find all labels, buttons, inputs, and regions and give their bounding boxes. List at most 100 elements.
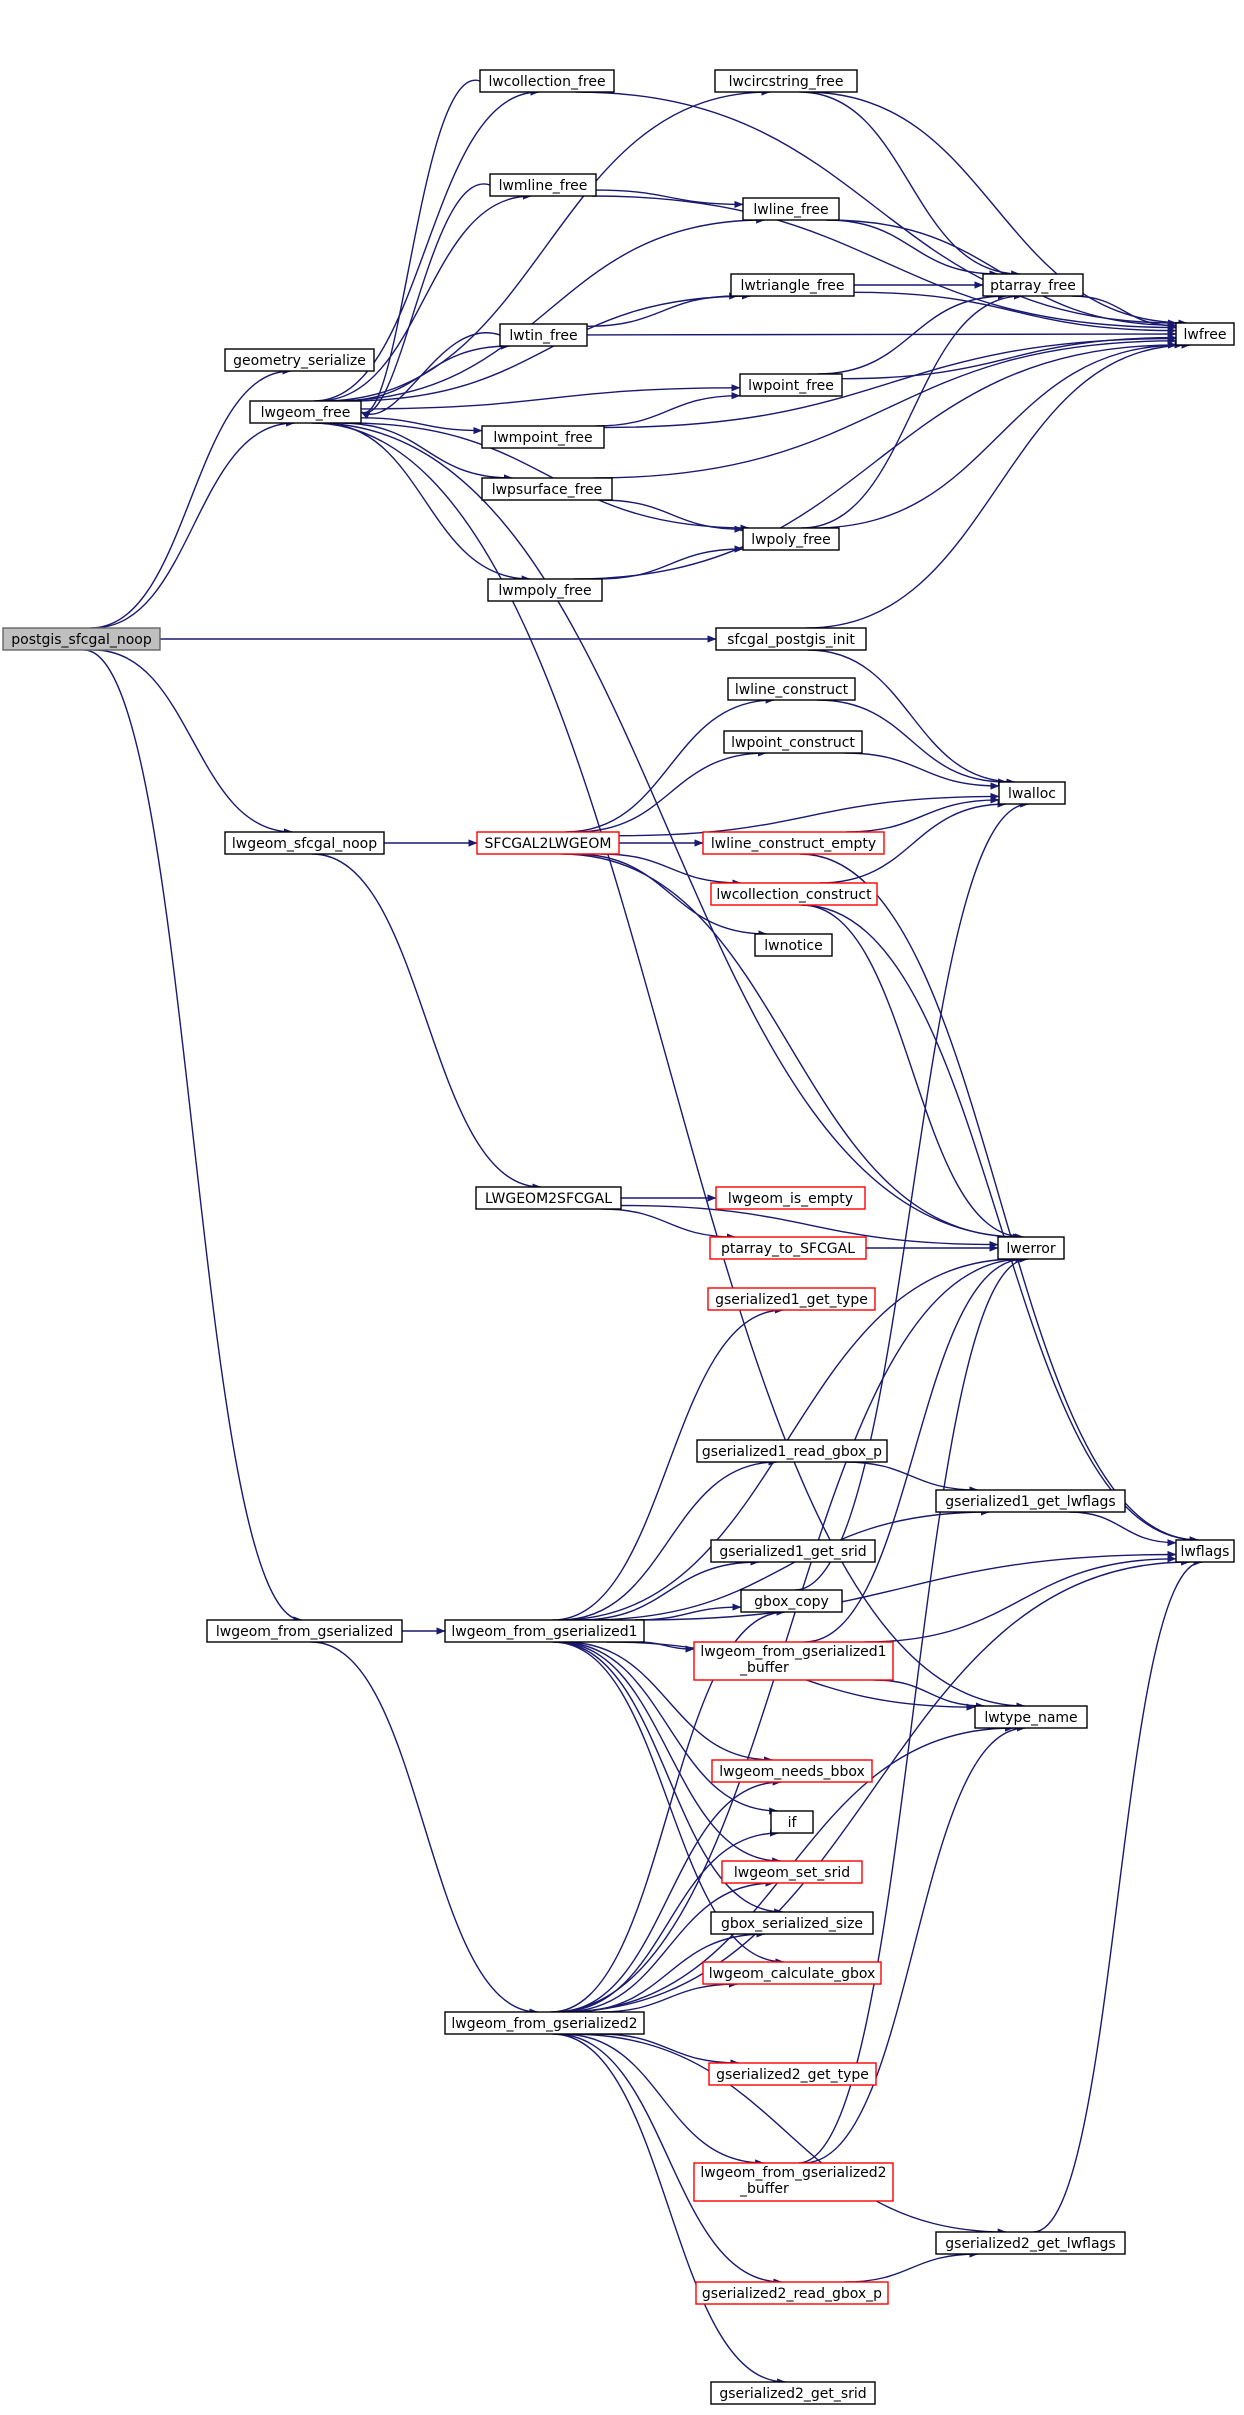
node-lwpsurface-free[interactable]: lwpsurface_free (481, 477, 613, 501)
node-lwgeom-calculate-gbox[interactable]: lwgeom_calculate_gbox (702, 1961, 882, 1985)
call-edge-lwgeom-sfcgal-noop-to-lwgeom2sfcgal (312, 853, 542, 1191)
node-lwmline-free[interactable]: lwmline_free (489, 173, 597, 197)
call-edge-lwgeom-free-to-lwcollection-free (313, 88, 540, 402)
node-lwtin-free[interactable]: lwtin_free (499, 323, 588, 347)
node-lwtriangle-free[interactable]: lwtriangle_free (730, 273, 855, 297)
node-lwtype-name[interactable]: lwtype_name (974, 1705, 1088, 1729)
call-edge-lwline-construct-empty-to-lwalloc (845, 796, 1000, 833)
node-lwmpoly-free[interactable]: lwmpoly_free (487, 578, 603, 602)
call-edge-lwgeom-free-to-lwmpoint-free (360, 417, 483, 435)
node-lwcollection-free[interactable]: lwcollection_free (479, 69, 615, 93)
node-lwerror[interactable]: lwerror (997, 1236, 1065, 1260)
node-ptarray-free[interactable]: ptarray_free (982, 273, 1084, 297)
node-label: lwcollection_free (488, 74, 605, 90)
node-lwgeom2sfcgal[interactable]: LWGEOM2SFCGAL (475, 1186, 622, 1210)
node-gbox-serialized-size[interactable]: gbox_serialized_size (710, 1911, 874, 1935)
call-edge-lwgeom-free-to-lwerror (314, 422, 1022, 1241)
call-edge-lwgeom-from-gserialized2-to-lwerror (551, 1255, 1025, 2013)
call-edge-lwgeom-free-to-lwpoint-free (360, 384, 741, 410)
node-lwgeom-set-srid[interactable]: lwgeom_set_srid (721, 1860, 863, 1884)
node-gserialized2-read-gbox-p[interactable]: gserialized2_read_gbox_p (695, 2281, 889, 2305)
call-edge-lwgeom-from-gserialized1-to-gserialized1-get-type (552, 1306, 784, 1621)
call-edge-lwgeom2sfcgal-to-lwerror (620, 1204, 999, 1249)
call-edges (83, 79, 1203, 2386)
node-lwgeom-is-empty[interactable]: lwgeom_is_empty (715, 1186, 866, 1210)
node-lwpoly-free[interactable]: lwpoly_free (742, 527, 840, 551)
call-edge-gserialized1-get-lwflags-to-lwflags (1068, 1511, 1177, 1547)
node-lwgeom-needs-bbox[interactable]: lwgeom_needs_bbox (711, 1759, 873, 1783)
call-edge-lwgeom-from-gserialized2-to-if (557, 1829, 779, 2013)
node-box (693, 1641, 894, 1681)
node-label: lwpsurface_free (492, 482, 603, 498)
node-lwline-free[interactable]: lwline_free (742, 197, 840, 221)
node-lwmpoint-free[interactable]: lwmpoint_free (481, 425, 605, 449)
node-if[interactable]: if (770, 1810, 814, 1834)
call-edge-lwgeom-free-to-lwcircstring-free (321, 88, 771, 402)
call-edge-lwgeom-from-gserialized2-to-lwgeom-set-srid (562, 1879, 775, 2013)
node-lwgeom-free[interactable]: lwgeom_free (249, 400, 362, 424)
node-lwalloc[interactable]: lwalloc (998, 781, 1066, 805)
node-lwpoint-free[interactable]: lwpoint_free (739, 373, 843, 397)
node-lwgeom-from-gserialized1-buffer[interactable]: lwgeom_from_gserialized1_buffer (693, 1641, 894, 1681)
call-edge-lwpoint-construct-to-lwalloc (844, 752, 1000, 790)
call-edge-lwmpoly-free-to-lwpoly-free (598, 545, 744, 580)
node-gserialized1-get-srid[interactable]: gserialized1_get_srid (710, 1539, 876, 1563)
call-edge-lwmpoint-free-to-lwfree (603, 334, 1177, 429)
node-box (740, 1589, 843, 1613)
node-lwline-construct-empty[interactable]: lwline_construct_empty (702, 831, 885, 855)
node-gserialized1-read-gbox-p[interactable]: gserialized1_read_gbox_p (696, 1439, 888, 1463)
call-edge-lwtin-free-to-lwfree (586, 330, 1177, 338)
node-box (997, 1236, 1065, 1260)
call-edge-lwgeom-from-gserialized2-to-gserialized2-get-lwflags (568, 2033, 1007, 2236)
node-lwline-construct[interactable]: lwline_construct (727, 677, 856, 701)
node-lwgeom-from-gserialized[interactable]: lwgeom_from_gserialized (206, 1619, 403, 1643)
call-edge-sfcgal2lwgeom-to-lwcollection-construct (601, 853, 742, 887)
node-lwgeom-sfcgal-noop[interactable]: lwgeom_sfcgal_noop (224, 831, 385, 855)
node-box (710, 2381, 876, 2405)
node-box (479, 69, 615, 93)
node-ptarray-to-sfcgal[interactable]: ptarray_to_SFCGAL (709, 1236, 867, 1260)
node-sfcgal-postgis-init[interactable]: sfcgal_postgis_init (715, 627, 867, 651)
node-gserialized1-get-lwflags[interactable]: gserialized1_get_lwflags (935, 1489, 1126, 1513)
call-edge-lwmline-free-to-lwline-free (595, 189, 744, 208)
node-lwnotice[interactable]: lwnotice (754, 933, 833, 957)
node-label: SFCGAL2LWGEOM (485, 836, 612, 852)
call-edge-gserialized2-read-gbox-p-to-gserialized2-get-lwflags (844, 2250, 979, 2283)
node-label: lwflags (1181, 1544, 1230, 1560)
node-gserialized2-get-type[interactable]: gserialized2_get_type (708, 2062, 877, 2086)
node-gserialized2-get-srid[interactable]: gserialized2_get_srid (710, 2381, 876, 2405)
node-label: _buffer (739, 1660, 789, 1676)
node-lwflags[interactable]: lwflags (1175, 1539, 1235, 1563)
node-lwgeom-from-gserialized1[interactable]: lwgeom_from_gserialized1 (444, 1619, 645, 1643)
node-gbox-copy[interactable]: gbox_copy (740, 1589, 843, 1613)
call-edge-lwgeom-from-gserialized2-to-gserialized2-get-type (597, 2033, 740, 2067)
call-edge-lwgeom-from-gserialized2-buffer-to-lwtype-name (803, 1724, 1026, 2164)
node-box (696, 1439, 888, 1463)
call-edge-postgis-sfcgal-noop-to-lwgeom-free (92, 419, 296, 629)
call-edge-sfcgal2lwgeom-to-lwpoint-construct (574, 749, 767, 833)
node-geometry-serialize[interactable]: geometry_serialize (224, 348, 375, 372)
node-label: gserialized1_get_type (715, 1292, 868, 1308)
call-edge-lwgeom-from-gserialized1-to-gserialized1-get-srid (578, 1558, 760, 1621)
node-lwcircstring-free[interactable]: lwcircstring_free (714, 69, 858, 93)
node-lwpoint-construct[interactable]: lwpoint_construct (723, 730, 863, 754)
call-edge-lwgeom-from-gserialized1-to-if (558, 1641, 779, 1815)
node-box (693, 2162, 894, 2202)
node-gserialized2-get-lwflags[interactable]: gserialized2_get_lwflags (935, 2231, 1126, 2255)
node-box (224, 831, 385, 855)
node-lwfree[interactable]: lwfree (1175, 322, 1235, 346)
call-edge-sfcgal2lwgeom-to-lwline-construct (565, 696, 775, 833)
node-postgis-sfcgal-noop[interactable]: postgis_sfcgal_noop (2, 627, 161, 651)
node-label: lwfree (1184, 327, 1227, 343)
node-label: lwgeom_from_gserialized (216, 1624, 393, 1640)
node-box (742, 197, 840, 221)
node-sfcgal2lwgeom[interactable]: SFCGAL2LWGEOM (476, 831, 620, 855)
node-lwcollection-construct[interactable]: lwcollection_construct (710, 882, 878, 906)
call-edge-lwgeom-from-gserialized1-to-lwgeom-set-srid (555, 1641, 782, 1865)
node-gserialized1-get-type[interactable]: gserialized1_get_type (707, 1287, 876, 1311)
call-edge-lwgeom-free-to-lwpsurface-free (339, 422, 513, 482)
call-edge-lwpoint-free-to-lwfree (841, 334, 1177, 380)
node-lwgeom-from-gserialized2[interactable]: lwgeom_from_gserialized2 (444, 2011, 645, 2035)
call-edge-lwcircstring-free-to-lwfree (804, 91, 1188, 327)
node-lwgeom-from-gserialized2-buffer[interactable]: lwgeom_from_gserialized2_buffer (693, 2162, 894, 2202)
